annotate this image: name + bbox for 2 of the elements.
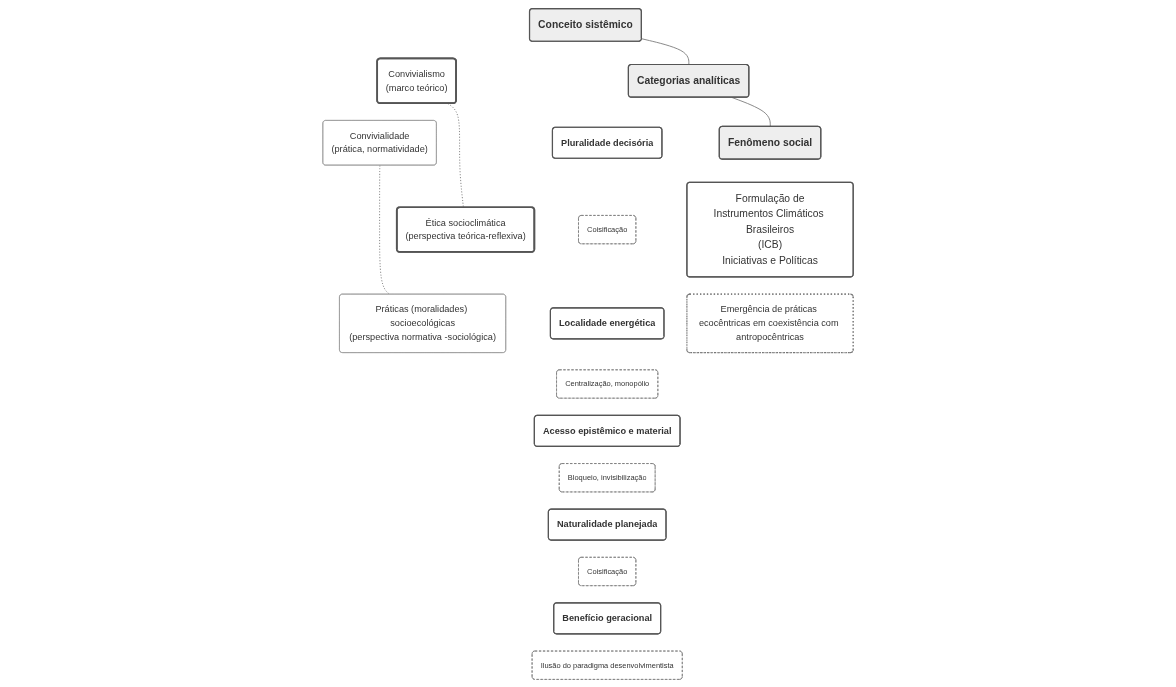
connector <box>641 37 690 65</box>
connector <box>731 96 771 127</box>
